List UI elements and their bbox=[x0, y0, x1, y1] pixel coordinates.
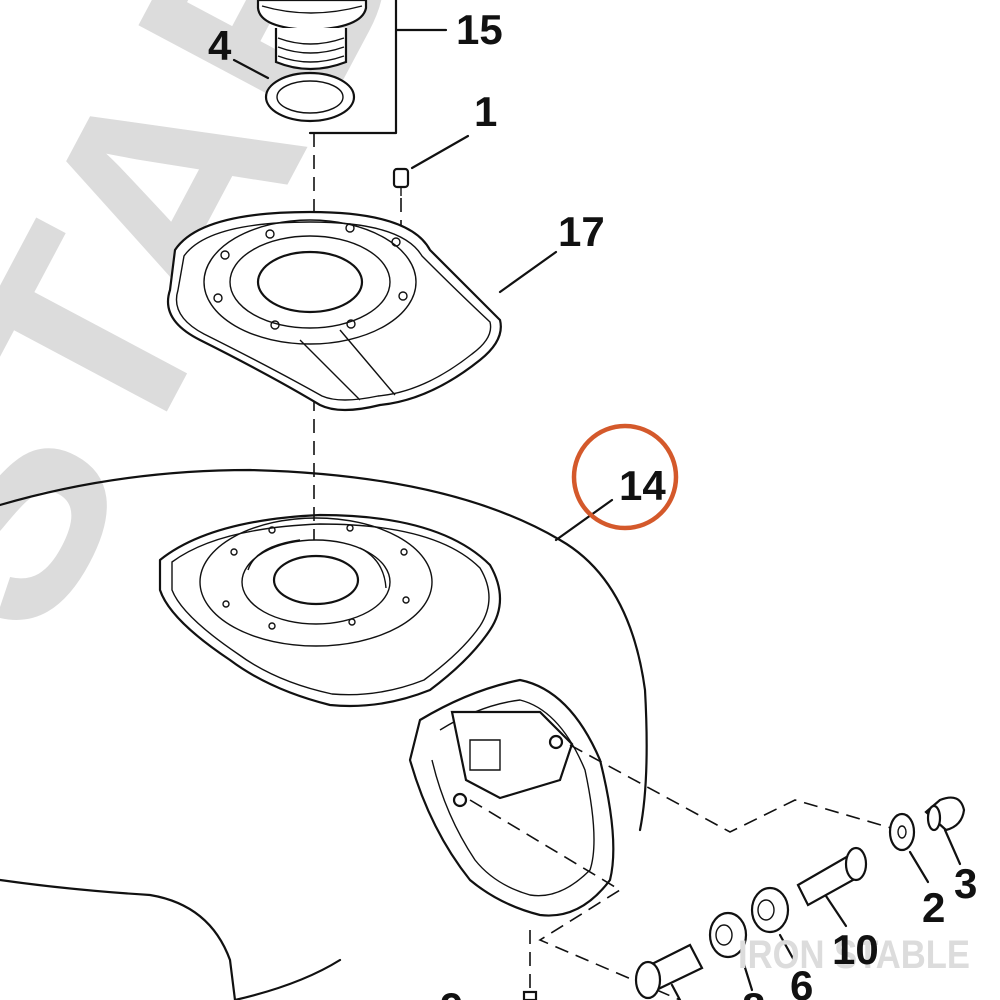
mount-axis-upper bbox=[569, 744, 906, 833]
spacer-sleeve-upper bbox=[796, 846, 868, 907]
leader-9 bbox=[670, 983, 682, 1000]
corner-watermark: IRON STABLE bbox=[738, 933, 970, 977]
highlight-circle-14 bbox=[571, 423, 679, 531]
callout-8: 8 bbox=[742, 984, 765, 1000]
spacer-sleeve-lower bbox=[634, 943, 704, 1000]
callout-10: 10 bbox=[832, 926, 879, 973]
grommet-upper bbox=[750, 886, 790, 934]
acorn-nut bbox=[924, 796, 966, 832]
callout-14: 14 bbox=[619, 462, 666, 509]
leader-3 bbox=[943, 828, 962, 866]
mount-axis-lower bbox=[469, 799, 681, 1000]
leader-2 bbox=[908, 850, 930, 884]
leader-10 bbox=[824, 894, 848, 928]
leader-14 bbox=[554, 498, 614, 542]
leader-15 bbox=[308, 0, 448, 135]
callout-2: 2 bbox=[922, 884, 945, 931]
leader-4 bbox=[232, 58, 270, 80]
small-bolt bbox=[522, 990, 538, 1000]
leader-6 bbox=[778, 933, 797, 964]
callout-6: 6 bbox=[790, 962, 813, 1000]
grommet-lower bbox=[708, 911, 748, 959]
filler-plate bbox=[166, 210, 502, 412]
callout-17: 17 bbox=[558, 208, 605, 255]
callout-9: 9 bbox=[440, 984, 463, 1000]
callout-1: 1 bbox=[474, 88, 497, 135]
leader-8 bbox=[740, 956, 754, 992]
callout-3: 3 bbox=[954, 860, 977, 907]
callout-15: 15 bbox=[456, 6, 503, 53]
fuel-tank bbox=[0, 468, 648, 1000]
fuel-cap bbox=[256, 0, 368, 123]
washer bbox=[888, 812, 916, 852]
leader-17 bbox=[498, 250, 558, 294]
leader-1 bbox=[410, 134, 470, 170]
callout-4: 4 bbox=[208, 22, 232, 69]
